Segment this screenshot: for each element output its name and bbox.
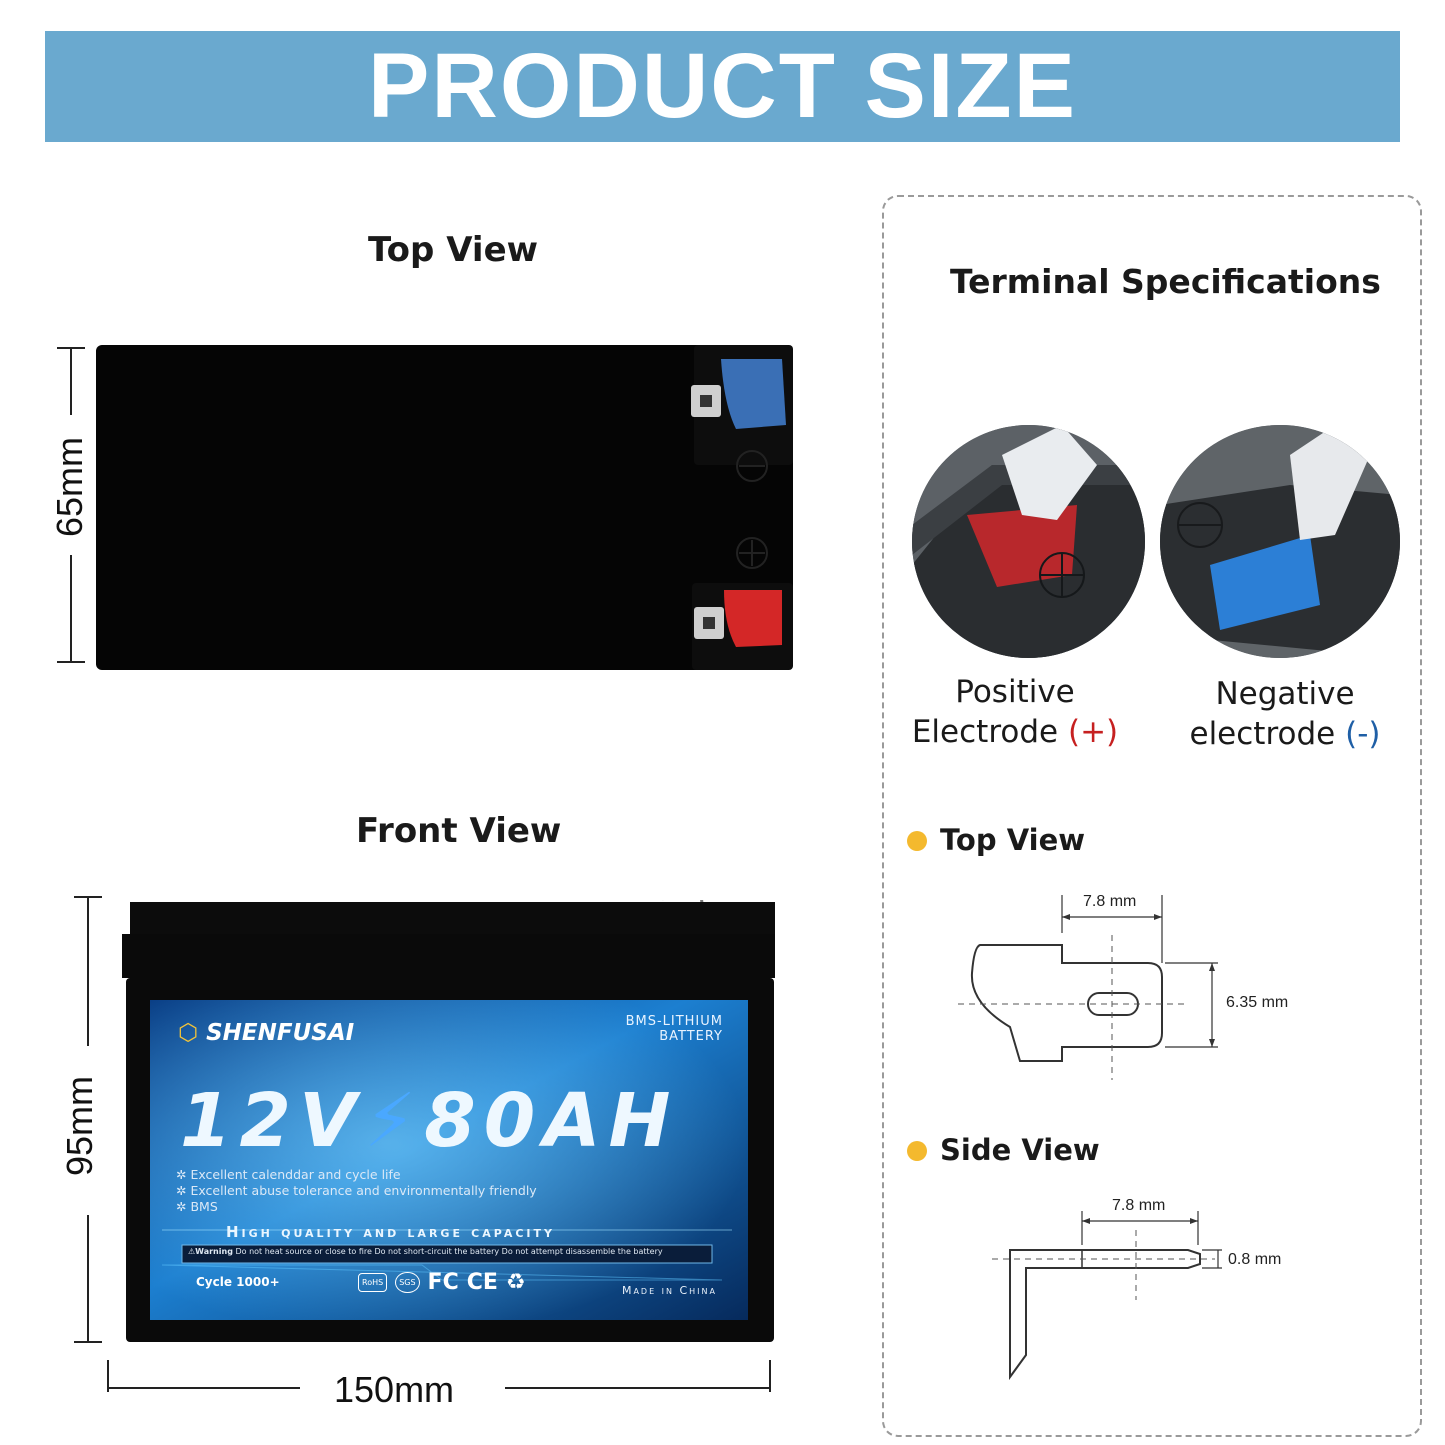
bullet-icon [907, 831, 927, 851]
cycle-life: Cycle 1000+ [196, 1275, 280, 1289]
terminal-top-drawing [958, 895, 1218, 1080]
gear-icon: ✲ [176, 1167, 187, 1182]
gear-icon: ✲ [176, 1183, 187, 1198]
title-banner: PRODUCT SIZE [45, 31, 1400, 142]
negative-sign: (-) [1345, 716, 1381, 752]
warning-icon: ⚠ [188, 1247, 196, 1256]
side-terminal-width-label: 7.8 mm [1112, 1197, 1166, 1214]
feature-list: ✲ Excellent calenddar and cycle life ✲ E… [176, 1167, 537, 1215]
terminal-spec-panel [882, 195, 1422, 1437]
ce-icon: CE [466, 1270, 498, 1295]
recycle-icon: ♻ [505, 1270, 526, 1295]
bullet-icon [907, 1141, 927, 1161]
terminal-top-view-heading: Top View [940, 823, 1086, 857]
positive-terminal-closeup [912, 425, 1145, 658]
positive-sign: (+) [1067, 714, 1119, 750]
battery-voltage: 12V [180, 1078, 365, 1164]
front-dim-line-upper [87, 896, 89, 1046]
width-dim-line-left [107, 1387, 300, 1389]
top-terminal-width-label: 7.8 mm [1083, 893, 1137, 910]
positive-label-line1: Positive [955, 674, 1075, 710]
width-dim-line-right [505, 1387, 771, 1389]
gear-icon: ✲ [176, 1199, 187, 1214]
front-view-heading: Front View [356, 811, 562, 851]
battery-top-terminals [691, 345, 793, 670]
top-terminal-height-label: 6.35 mm [1226, 994, 1289, 1011]
banner-title: PRODUCT SIZE [368, 35, 1077, 137]
top-dim-line-lower [70, 555, 72, 663]
battery-capacity: 80AH [424, 1078, 679, 1164]
front-dim-line-lower [87, 1215, 89, 1343]
battery-front-body [122, 900, 775, 1342]
terminal-side-view-heading: Side View [940, 1133, 1100, 1167]
fc-icon: FC [427, 1270, 459, 1295]
feature-item: ✲ BMS [176, 1199, 218, 1214]
negative-terminal-closeup [1160, 425, 1400, 658]
battery-type-line2: BATTERY [659, 1029, 723, 1044]
brand-name: SHENFUSAI [206, 1020, 355, 1046]
rohs-icon: RoHS [358, 1273, 388, 1292]
feature-item: ✲ Excellent abuse tolerance and environm… [176, 1183, 537, 1198]
warning-strip: ⚠Warning Do not heat source or close to … [188, 1247, 710, 1256]
battery-front-view: ⬡ SHENFUSAI BMS-LITHIUM BATTERY 12V⚡80AH… [122, 900, 775, 1343]
brand-logo: ⬡ SHENFUSAI [178, 1020, 354, 1046]
negative-electrode-label: Negative electrode (-) [1170, 674, 1400, 754]
origin: Made in China [621, 1284, 717, 1297]
sgs-icon: SGS [395, 1272, 420, 1293]
warning-title: Warning [195, 1247, 233, 1256]
side-terminal-thickness-label: 0.8 mm [1228, 1251, 1282, 1268]
negative-label-line2: electrode [1189, 716, 1336, 752]
top-height-label: 65mm [49, 436, 90, 538]
positive-terminal-photo [912, 425, 1145, 658]
brand-emblem-icon: ⬡ [178, 1020, 199, 1046]
battery-type-line1: BMS-LITHIUM [625, 1014, 723, 1029]
positive-electrode-label: Positive Electrode (+) [900, 672, 1130, 752]
feature-item: ✲ Excellent calenddar and cycle life [176, 1167, 401, 1182]
warning-text: Do not heat source or close to fire Do n… [235, 1247, 663, 1256]
width-dim-cap-left [107, 1360, 109, 1392]
terminal-side-drawing [992, 1211, 1222, 1381]
battery-type: BMS-LITHIUM BATTERY [626, 1014, 723, 1044]
certification-marks: RoHS SGS FC CE ♻ [358, 1270, 526, 1295]
negative-label-line1: Negative [1215, 676, 1355, 712]
top-view-heading: Top View [368, 230, 539, 270]
top-dim-line-upper [70, 347, 72, 415]
tagline: High quality and large capacity [226, 1223, 555, 1241]
battery-top-view [96, 345, 793, 670]
front-height-label: 95mm [59, 1075, 100, 1177]
lightning-icon: ⚡ [364, 1078, 425, 1164]
negative-terminal-photo [1160, 425, 1400, 658]
front-width-label: 150mm [334, 1369, 455, 1410]
width-dim-cap-right [769, 1360, 771, 1392]
battery-rating: 12V⚡80AH [180, 1078, 678, 1164]
terminal-spec-heading: Terminal Specifications [950, 262, 1381, 301]
positive-label-line2: Electrode [911, 714, 1059, 750]
